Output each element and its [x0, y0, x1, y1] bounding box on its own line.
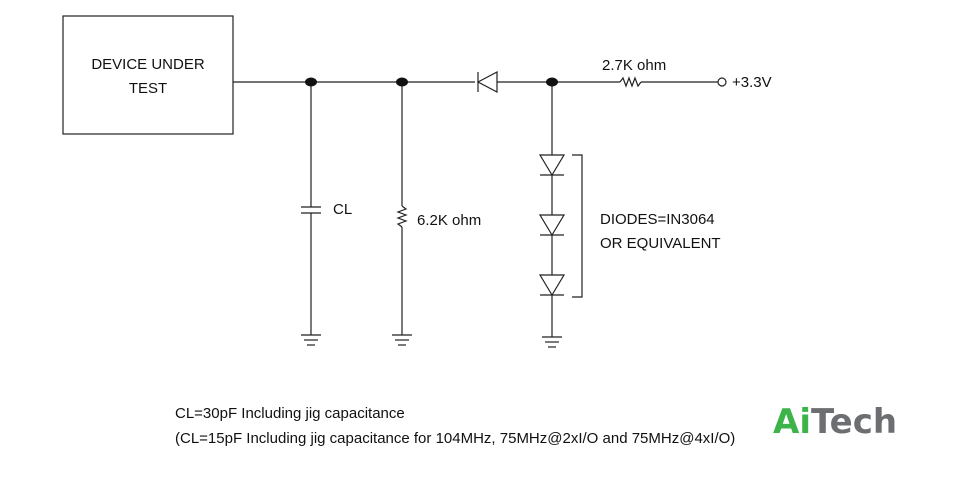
diodes-label-line2: OR EQUIVALENT: [600, 235, 721, 252]
junction-dot: [305, 77, 317, 87]
diode-bracket: [572, 154, 583, 298]
ground-icon-diodes: [542, 336, 562, 348]
pulldown-resistor-label: 6.2K ohm: [417, 212, 481, 229]
pulldown-resistor-icon: [396, 205, 408, 228]
stack-diode-1-icon: [538, 154, 566, 177]
supply-label: +3.3V: [732, 74, 772, 91]
supply-terminal-icon: [717, 77, 727, 87]
dut-box: [62, 15, 234, 135]
pullup-resistor-label: 2.7K ohm: [602, 57, 666, 74]
pullup-resistor-icon: [619, 76, 642, 88]
diodes-label-line1: DIODES=IN3064: [600, 211, 715, 228]
ground-icon-cap: [301, 334, 321, 346]
note-line2: (CL=15pF Including jig capacitance for 1…: [175, 430, 736, 447]
ground-icon-res: [392, 334, 412, 346]
logo-part1: Ai: [773, 402, 811, 442]
cl-label: CL: [333, 201, 352, 218]
logo-part2: Tech: [810, 402, 898, 442]
series-diode-icon: [476, 71, 498, 93]
note-line1: CL=30pF Including jig capacitance: [175, 405, 405, 422]
dut-label-line1: DEVICE UNDER: [91, 56, 205, 73]
aitech-logo: AiTech: [773, 402, 897, 442]
stack-diode-3-icon: [538, 274, 566, 297]
stack-diode-2-icon: [538, 214, 566, 237]
junction-dot: [396, 77, 408, 87]
capacitor-icon: [301, 206, 321, 214]
junction-dot: [546, 77, 558, 87]
dut-label-line2: TEST: [129, 80, 167, 97]
